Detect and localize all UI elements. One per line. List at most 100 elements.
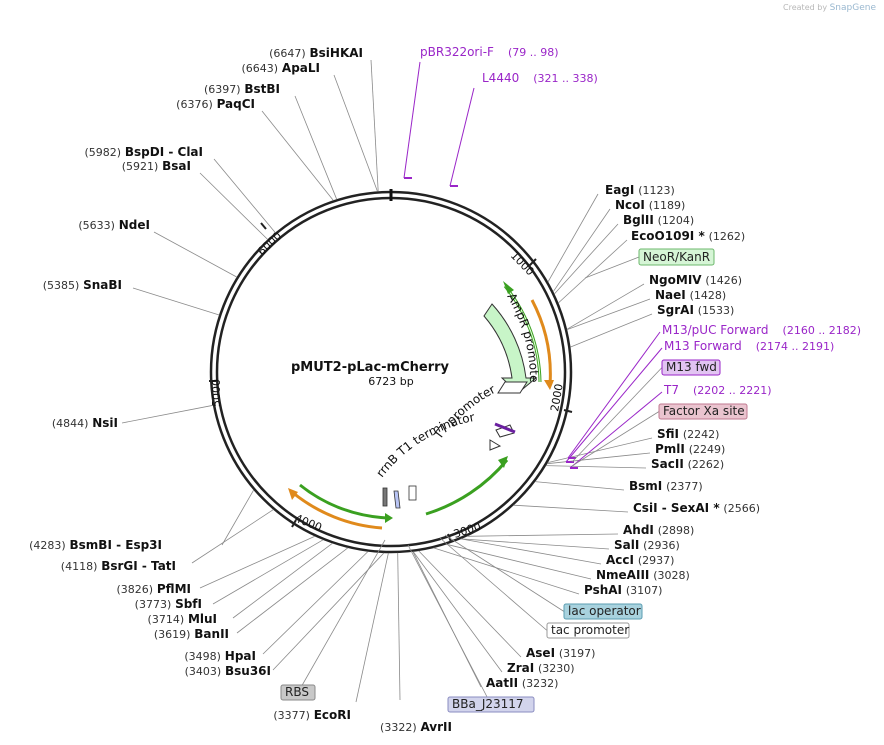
site-avrii-position: (3322) <box>380 721 417 734</box>
site-hpai-position: (3498) <box>184 650 221 663</box>
site-avrii-name: AvrII <box>420 720 452 734</box>
feature-label-rrnb: rrnB T1 terminator <box>373 410 475 480</box>
orange-arc-upper-arrowhead <box>544 380 554 390</box>
site-bsu36i-name: Bsu36I <box>225 664 271 678</box>
site-paqci-leader <box>261 110 334 201</box>
site-nsii-name: NsiI <box>92 416 118 430</box>
site-ahdi-name: AhdI <box>623 523 654 537</box>
site-bsai-label: (5921) BsaI <box>122 159 191 173</box>
site-naei-label: NaeI (1428) <box>655 288 726 302</box>
site-sbfi-position: (3773) <box>135 598 172 611</box>
primer-l4440-label: L4440(321 .. 338) <box>482 71 598 85</box>
site-apali-name: ApaLI <box>282 61 320 75</box>
site-ecori-leader <box>355 552 389 703</box>
feature-box-factor-xa-site <box>658 403 748 420</box>
site-bsmbi-esp3i-leader <box>221 489 255 546</box>
site-banii-position: (3619) <box>154 628 191 641</box>
site-banii-label: (3619) BanII <box>154 627 229 641</box>
tick-label-1000: 1000 <box>508 249 537 278</box>
site-nmeaiii-leader <box>446 543 592 580</box>
plasmid-size: 6723 bp <box>368 375 413 388</box>
site-ndei-label: (5633) NdeI <box>78 218 150 232</box>
site-naei-position: (1428) <box>690 289 727 302</box>
site-csii-sexai-name: CsiI - SexAI * <box>633 501 720 515</box>
site-bspdi-clai-position: (5982) <box>84 146 121 159</box>
site-bspdi-clai-name: BspDI - ClaI <box>125 145 203 159</box>
site-sfii-name: SfiI <box>657 427 679 441</box>
feature-bar-2 <box>393 490 401 509</box>
feature-arcs <box>288 281 554 530</box>
primer-m13-puc-forward-leader <box>567 331 661 459</box>
snapgene-credit: Created by SnapGene <box>783 3 876 13</box>
site-bglii-name: BglII <box>623 213 654 227</box>
site-ngomiv-name: NgoMIV <box>649 273 702 287</box>
feature-box-bba-j23117-text: BBa_J23117 <box>452 697 524 711</box>
site-zrai-position: (3230) <box>538 662 575 675</box>
site-ecoo109i-leader <box>558 239 628 304</box>
primer-t7-name: T7 <box>663 383 679 397</box>
primer-m13-puc-forward-range: (2160 .. 2182) <box>783 324 862 337</box>
site-ngomiv-leader <box>566 283 645 330</box>
primer-pbr322ori-f-name: pBR322ori-F <box>420 45 494 59</box>
site-acci-name: AccI <box>606 553 634 567</box>
site-ncoi-label: NcoI (1189) <box>615 198 685 212</box>
site-ahdi-leader <box>466 533 619 537</box>
site-ecori-position: (3377) <box>273 709 310 722</box>
feature-box-factor-xa-site-leader <box>571 411 660 467</box>
feature-box-tac-promoter <box>546 622 630 639</box>
feature-box-tac-promoter-text: tac promoter <box>551 623 629 637</box>
plasmid-name: pMUT2-pLac-mCherry <box>291 360 450 375</box>
primer-t7-range: (2202 .. 2221) <box>693 384 772 397</box>
site-sfii-leader <box>547 437 653 463</box>
feature-box-neor-kanr-text: NeoR/KanR <box>643 250 710 264</box>
site-zrai-leader <box>412 551 503 673</box>
site-pshai-position: (3107) <box>626 584 663 597</box>
site-naei-leader <box>566 298 651 330</box>
site-bsrgi-tati-label: (4118) BsrGI - TatI <box>61 559 176 573</box>
site-pmli-label: PmlI (2249) <box>655 442 725 456</box>
feature-box-m13-fwd <box>661 359 721 376</box>
site-csii-sexai-leader <box>513 504 629 513</box>
site-ahdi-position: (2898) <box>658 524 695 537</box>
primer-m13-puc-forward-label: M13/pUC Forward (2160 .. 2182) <box>662 323 861 337</box>
site-sbfi-label: (3773) SbfI <box>135 597 202 611</box>
site-sacii-position: (2262) <box>688 458 725 471</box>
feature-box-m13-fwd-text: M13 fwd <box>666 360 717 374</box>
site-sfii-label: SfiI (2242) <box>657 427 719 441</box>
orange-arc-upper <box>530 299 552 386</box>
leader-lines <box>121 59 653 703</box>
site-apali-label: (6643) ApaLI <box>242 61 321 75</box>
primer-m13-forward-range: (2174 .. 2191) <box>756 340 835 353</box>
site-ecoo109i-name: EcoO109I * <box>631 229 705 243</box>
site-bsihkai-leader <box>370 59 379 192</box>
site-hpai-leader <box>262 551 369 655</box>
site-apali-leader <box>333 74 378 192</box>
feature-box-lac-operator-text: lac operator <box>568 604 641 618</box>
site-aatii-name: AatII <box>486 676 518 690</box>
feature-bar-1 <box>382 487 388 507</box>
site-snabi-name: SnaBI <box>83 278 122 292</box>
site-snabi-label: (5385) SnaBI <box>43 278 122 292</box>
site-nmeaiii-position: (3028) <box>653 569 690 582</box>
primer-l4440-range: (321 .. 338) <box>533 72 598 85</box>
site-csii-sexai-label: CsiI - SexAI * (2566) <box>633 501 760 515</box>
site-bsmi-leader <box>534 481 625 491</box>
tick-mark-2000 <box>563 409 573 413</box>
site-bsmbi-esp3i-label: (4283) BsmBI - Esp3I <box>29 538 162 552</box>
primer-t7-leader <box>569 391 663 469</box>
primer-m13-puc-forward-name: M13/pUC Forward <box>662 323 769 337</box>
site-avrii-label: (3322) AvrII <box>380 720 452 734</box>
site-bsihkai-name: BsiHKAI <box>310 46 364 60</box>
site-snabi-position: (5385) <box>43 279 80 292</box>
feature-label-rrnb-text: rrnB T1 terminator <box>373 410 475 480</box>
site-bsrgi-tati-name: BsrGI - TatI <box>101 559 176 573</box>
site-bsai-leader <box>199 172 268 240</box>
site-hpai-name: HpaI <box>225 649 256 663</box>
site-sali-position: (2936) <box>643 539 680 552</box>
site-banii-leader <box>236 547 349 634</box>
site-bsmi-name: BsmI <box>629 479 662 493</box>
restriction-site-labels: (6647) BsiHKAI(6643) ApaLI(6397) BstBI(6… <box>29 46 760 734</box>
site-bsmbi-esp3i-name: BsmBI - Esp3I <box>70 538 162 552</box>
site-bsrgi-tati-leader <box>191 509 274 564</box>
